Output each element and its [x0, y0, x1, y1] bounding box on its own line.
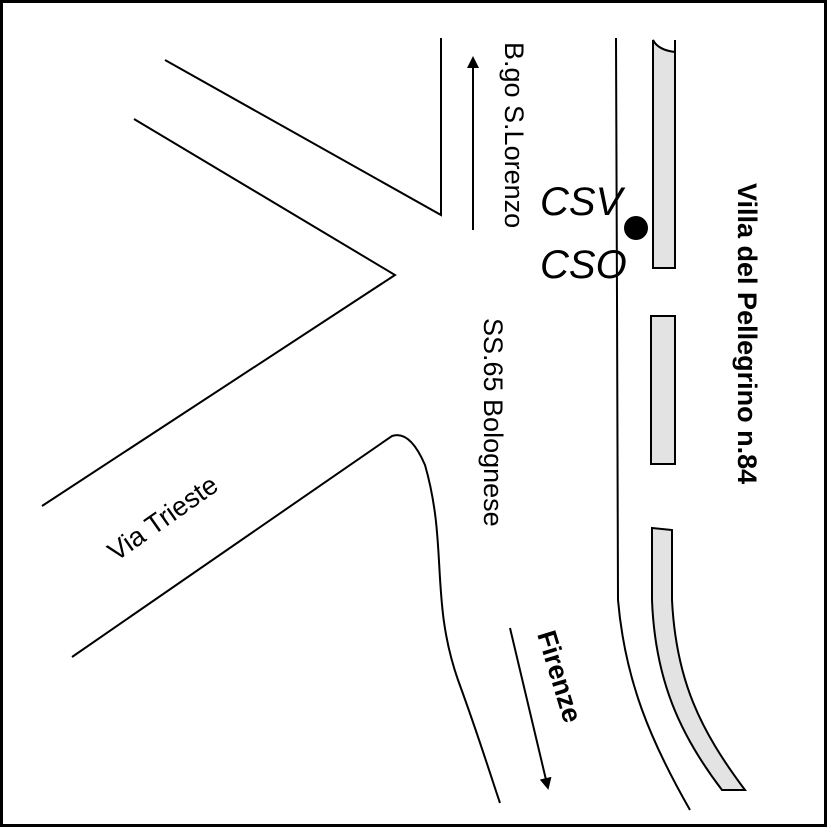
- location-marker-icon: [624, 216, 648, 240]
- arrow-down-icon: [509, 627, 552, 790]
- median-bottom: [651, 526, 747, 791]
- label-firenze: Firenze: [531, 627, 587, 726]
- ss65-edge: [615, 37, 691, 811]
- via-trieste-junction-edge: [41, 118, 397, 507]
- label-villa-del-pellegrino: Villa del Pellegrino n.84: [732, 183, 762, 484]
- median-middle: [650, 315, 676, 465]
- via-trieste-lower-edge: [71, 434, 501, 804]
- median-top: [652, 39, 676, 269]
- via-trieste-upper-edge: [164, 38, 442, 217]
- label-borgo-s-lorenzo: B.go S.Lorenzo: [499, 42, 529, 228]
- label-ss65-bolognese: SS.65 Bolognese: [478, 318, 508, 527]
- label-cso: CSO: [540, 243, 627, 287]
- label-csv: CSV: [540, 180, 626, 224]
- label-via-trieste: Via Trieste: [102, 469, 223, 566]
